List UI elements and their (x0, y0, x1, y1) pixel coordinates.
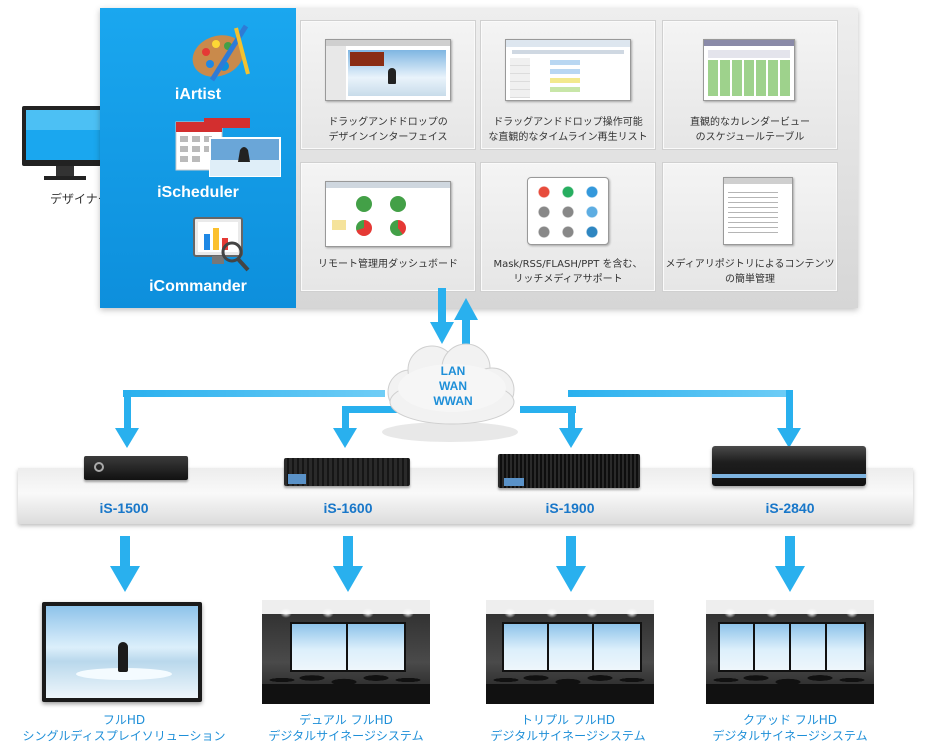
model-is1900: iS-1900 (545, 500, 595, 516)
feature-caption: 直観的なカレンダービューのスケジュールテーブル (690, 117, 810, 143)
feature-tile-media-repository: メディアリポジトリによるコンテンツの簡単管理 (662, 162, 838, 292)
feature-tile-dashboard: リモート管理用ダッシュボード (300, 162, 476, 292)
display-quad-scene (706, 600, 874, 704)
app-column: iArtist iScheduler iCommander (100, 8, 296, 308)
app-name-ischeduler: iScheduler (157, 184, 239, 201)
media-repository-screenshot (723, 177, 793, 245)
rich-media-screenshot (527, 177, 609, 245)
feature-caption: リモート管理用ダッシュボード (318, 259, 458, 270)
model-is1500: iS-1500 (99, 500, 149, 516)
network-cloud (382, 343, 518, 442)
feature-tile-rich-media: Mask/RSS/FLASH/PPT を含む、リッチメディアサポート (480, 162, 656, 292)
network-wwan: WWAN (433, 394, 473, 408)
calendar-icon (175, 118, 281, 177)
feature-tile-design: ドラッグアンドドロップのデザインインターフェイス (300, 20, 476, 150)
feature-caption: ドラッグアンドドロップ操作可能な直観的なタイムライン再生リスト (488, 117, 648, 143)
calendar-screenshot (703, 39, 795, 101)
link-line-2840 (568, 390, 792, 397)
design-interface-screenshot (325, 39, 451, 101)
display-single (42, 602, 202, 702)
monitor-chart-icon (193, 217, 250, 272)
network-wan: WAN (439, 379, 467, 393)
app-name-iartist: iArtist (174, 86, 222, 103)
display-dual-scene (262, 600, 430, 704)
link-line-1500 (123, 390, 385, 397)
app-name-icommander: iCommander (149, 278, 247, 295)
palette-icon (192, 24, 250, 82)
link-line-1900 (520, 406, 576, 413)
network-label: LAN WAN WWAN (420, 364, 486, 409)
feature-caption: メディアリポジトリによるコンテンツの簡単管理 (665, 259, 835, 285)
feature-caption: Mask/RSS/FLASH/PPT を含む、リッチメディアサポート (493, 259, 643, 285)
arrow-to-is1600 (333, 428, 357, 448)
arrow-to-is2840 (777, 428, 801, 448)
dashboard-screenshot (325, 181, 451, 247)
device-is2840 (712, 446, 866, 486)
network-lan: LAN (440, 364, 466, 378)
device-is1500 (84, 456, 188, 480)
model-is2840: iS-2840 (765, 500, 815, 516)
feature-tile-playlist: ドラッグアンドドロップ操作可能な直観的なタイムライン再生リスト (480, 20, 656, 150)
display-triple-scene (486, 600, 654, 704)
model-is1600: iS-1600 (323, 500, 373, 516)
playlist-screenshot (505, 39, 631, 101)
designer-label: デザイナー (50, 192, 110, 206)
device-is1600 (284, 458, 410, 486)
link-line-1600 (342, 406, 402, 413)
feature-caption: ドラッグアンドドロップのデザインインターフェイス (328, 117, 448, 143)
arrow-to-is1500 (115, 428, 139, 448)
arrow-to-is1900 (559, 428, 583, 448)
feature-tile-calendar: 直観的なカレンダービューのスケジュールテーブル (662, 20, 838, 150)
device-is1900 (498, 454, 640, 488)
